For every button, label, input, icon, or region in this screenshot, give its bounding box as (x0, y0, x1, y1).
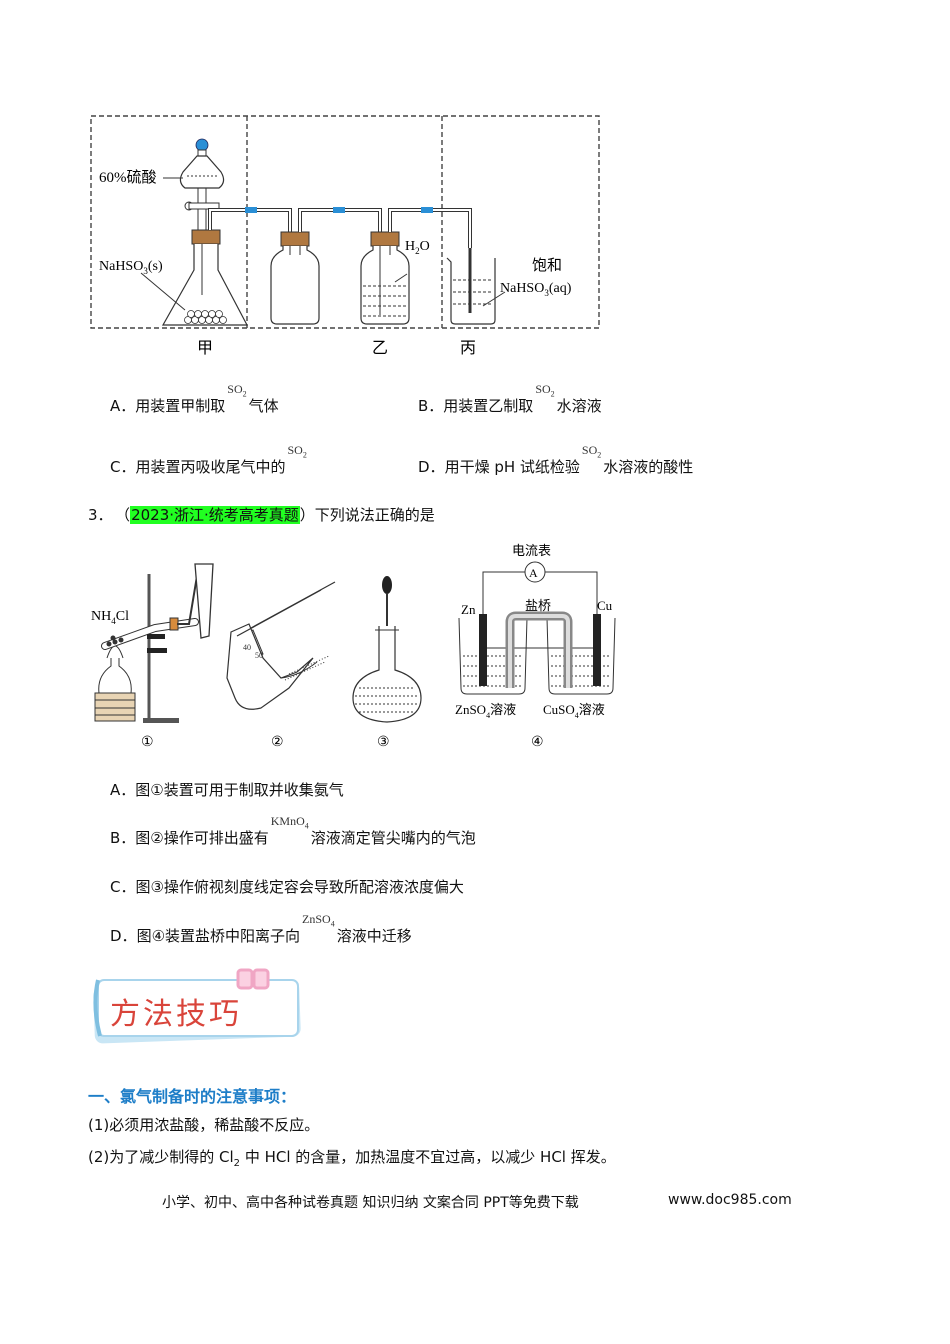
q3-option-d: D．图④装置盐桥中阳离子向ZnSO4溶液中迁移 (110, 912, 412, 945)
caption-jia: 甲 (197, 340, 213, 357)
nh4cl-label: NH4Cl (91, 609, 129, 626)
apparatus-figure-2: NH4Cl 40 50 A 电流表 Zn Cu 盐桥 ZnSO4溶液 CuSO4… (91, 543, 616, 750)
q3-option-a: A．图①装置可用于制取并收集氨气 (110, 781, 344, 799)
q2-option-b: B．用装置乙制取SO2水溶液 (418, 382, 602, 415)
water-label: H2O (405, 239, 430, 256)
nahso3-solid-label: NaHSO3(s) (99, 259, 163, 276)
chem-formula: SO2 (535, 382, 555, 399)
zn-label: Zn (461, 602, 476, 617)
source-highlight: 2023·浙江·统考高考真题 (130, 506, 300, 524)
caption-4: ④ (531, 735, 544, 750)
caption-yi: 乙 (372, 340, 388, 357)
chem-formula: SO2 (227, 382, 247, 399)
saturated-label: 饱和 (532, 257, 562, 274)
banner-title: 方法技巧 (110, 998, 242, 1031)
q3-option-b: B．图②操作可排出盛有KMnO4溶液滴定管尖嘴内的气泡 (110, 814, 476, 847)
cu-label: Cu (597, 598, 613, 613)
ammeter-symbol: A (529, 566, 538, 580)
q2-option-d: D．用干燥 pH 试纸检验SO2水溶液的酸性 (418, 443, 694, 476)
section-line-2: (2)为了减少制得的 Cl2 中 HCl 的含量，加热温度不宜过高，以减少 HC… (88, 1148, 616, 1169)
nahso3-aq-label: NaHSO3(aq) (500, 281, 572, 298)
footer-text: 小学、初中、高中各种试卷真题 知识归纳 文案合同 PPT等免费下载 (162, 1195, 579, 1211)
chem-formula: ZnSO4 (302, 912, 335, 929)
salt-bridge-label: 盐桥 (525, 598, 551, 613)
apparatus-figure-1: 60%硫酸 NaHSO3(s) H2O 饱和 NaHSO3(aq) 甲 乙 丙 (90, 115, 600, 357)
caption-1: ① (141, 735, 154, 750)
ammeter-label: 电流表 (512, 543, 551, 558)
caption-3: ③ (377, 735, 390, 750)
q2-option-a: A．用装置甲制取SO2气体 (110, 382, 279, 415)
caption-bing: 丙 (460, 340, 476, 357)
chem-formula: SO2 (581, 443, 602, 460)
svg-text:50: 50 (255, 651, 263, 660)
pin-icon (236, 968, 270, 990)
caption-2: ② (271, 735, 284, 750)
svg-text:40: 40 (243, 643, 251, 652)
acid-label: 60%硫酸 (99, 169, 157, 186)
znso4-label: ZnSO4溶液 (455, 702, 516, 720)
q2-option-c: C．用装置丙吸收尾气中的SO2 (110, 443, 307, 476)
q3-stem: 3．（2023·浙江·统考高考真题）下列说法正确的是 (88, 506, 435, 524)
section-heading: 一、氯气制备时的注意事项： (88, 1087, 297, 1106)
section-line-1: (1)必须用浓盐酸，稀盐酸不反应。 (88, 1116, 320, 1134)
footer-link[interactable]: www.doc985.com (668, 1192, 792, 1208)
chem-formula: KMnO4 (270, 814, 309, 831)
chem-formula: SO2 (287, 443, 307, 460)
cuso4-label: CuSO4溶液 (543, 702, 605, 720)
q3-option-c: C．图③操作俯视刻度线定容会导致所配溶液浓度偏大 (110, 878, 464, 896)
method-tips-banner: 方法技巧 (93, 968, 301, 1044)
